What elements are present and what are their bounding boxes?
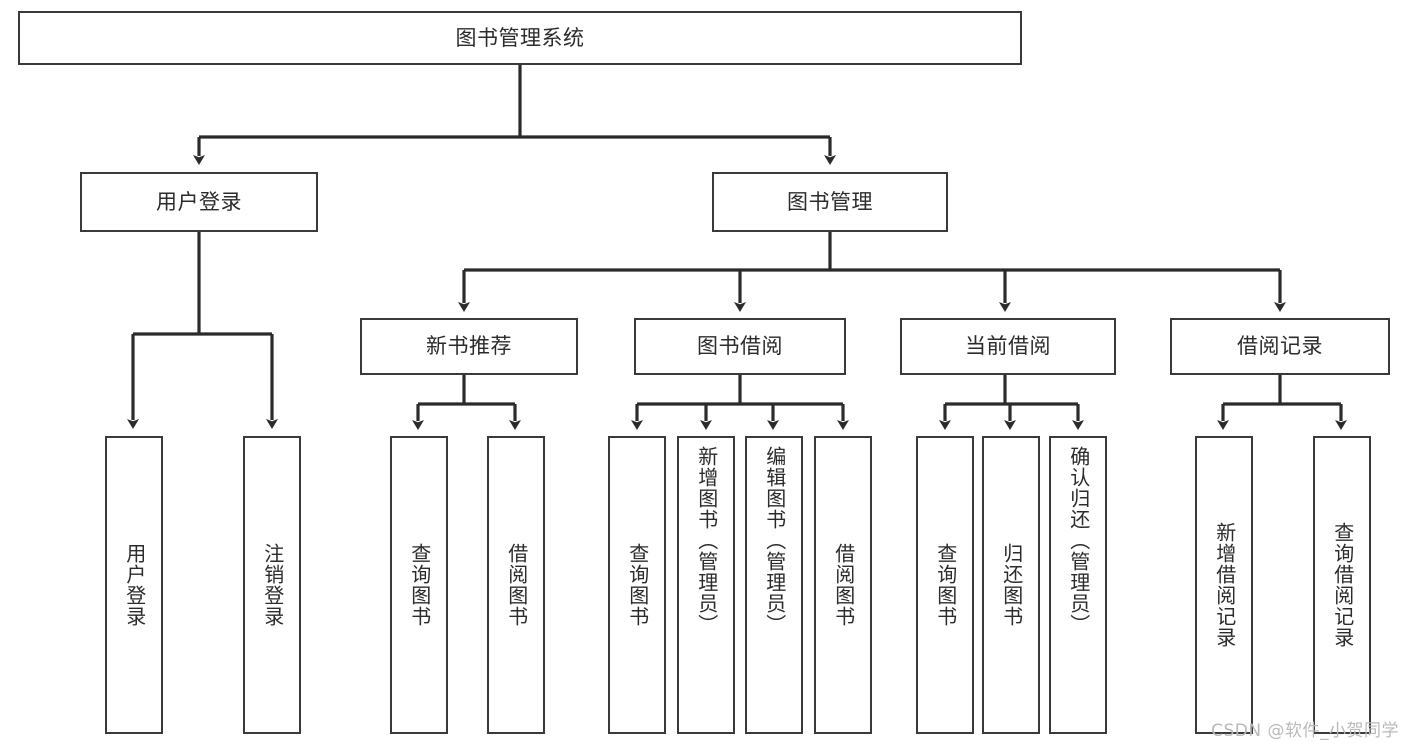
leaf-user-login-label: 用户登录 — [122, 543, 147, 627]
watermark: CSDN @软件_小贺同学 — [1211, 721, 1399, 741]
leaf-query-book-borrow-label: 查询图书 — [625, 543, 650, 627]
leaf-return-book-label: 归还图书 — [999, 543, 1024, 627]
leaf-confirm-return-admin-label: 确认归还（管理员） — [1066, 446, 1091, 635]
node-book-borrow[interactable]: 图书借阅 — [634, 318, 846, 375]
leaf-add-book-admin-label: 新增图书（管理员） — [694, 446, 719, 635]
leaf-query-book-current-label: 查询图书 — [933, 543, 958, 627]
leaf-confirm-return-admin[interactable]: 确认归还（管理员） — [1049, 436, 1107, 734]
leaf-query-book-new-label: 查询图书 — [407, 543, 432, 627]
leaf-query-book-borrow[interactable]: 查询图书 — [608, 436, 666, 734]
leaf-add-book-admin[interactable]: 新增图书（管理员） — [677, 436, 735, 734]
node-book-management-label: 图书管理 — [787, 189, 873, 214]
node-new-book-recommend-label: 新书推荐 — [426, 334, 512, 359]
leaf-borrow-book-label: 借阅图书 — [831, 543, 856, 627]
leaf-query-borrow-record-label: 查询借阅记录 — [1330, 522, 1355, 648]
leaf-query-book-new[interactable]: 查询图书 — [390, 436, 448, 734]
leaf-logout-label: 注销登录 — [260, 543, 285, 627]
leaf-user-login[interactable]: 用户登录 — [105, 436, 163, 734]
leaf-query-borrow-record[interactable]: 查询借阅记录 — [1313, 436, 1371, 734]
node-borrow-record[interactable]: 借阅记录 — [1170, 318, 1390, 375]
leaf-add-borrow-record-label: 新增借阅记录 — [1212, 522, 1237, 648]
node-root-label: 图书管理系统 — [455, 25, 585, 50]
node-book-management[interactable]: 图书管理 — [712, 172, 948, 232]
leaf-borrow-book-new[interactable]: 借阅图书 — [487, 436, 545, 734]
node-user-login[interactable]: 用户登录 — [80, 172, 318, 232]
node-user-login-label: 用户登录 — [156, 189, 242, 214]
node-book-borrow-label: 图书借阅 — [697, 334, 783, 359]
leaf-borrow-book[interactable]: 借阅图书 — [814, 436, 872, 734]
leaf-logout[interactable]: 注销登录 — [243, 436, 301, 734]
node-current-borrow-label: 当前借阅 — [965, 334, 1051, 359]
leaf-return-book[interactable]: 归还图书 — [982, 436, 1040, 734]
leaf-add-borrow-record[interactable]: 新增借阅记录 — [1195, 436, 1253, 734]
node-borrow-record-label: 借阅记录 — [1237, 334, 1323, 359]
leaf-query-book-current[interactable]: 查询图书 — [916, 436, 974, 734]
node-root[interactable]: 图书管理系统 — [18, 11, 1022, 65]
leaf-borrow-book-new-label: 借阅图书 — [504, 543, 529, 627]
leaf-edit-book-admin[interactable]: 编辑图书（管理员） — [745, 436, 803, 734]
leaf-edit-book-admin-label: 编辑图书（管理员） — [762, 446, 787, 635]
node-new-book-recommend[interactable]: 新书推荐 — [360, 318, 578, 375]
node-current-borrow[interactable]: 当前借阅 — [900, 318, 1116, 375]
